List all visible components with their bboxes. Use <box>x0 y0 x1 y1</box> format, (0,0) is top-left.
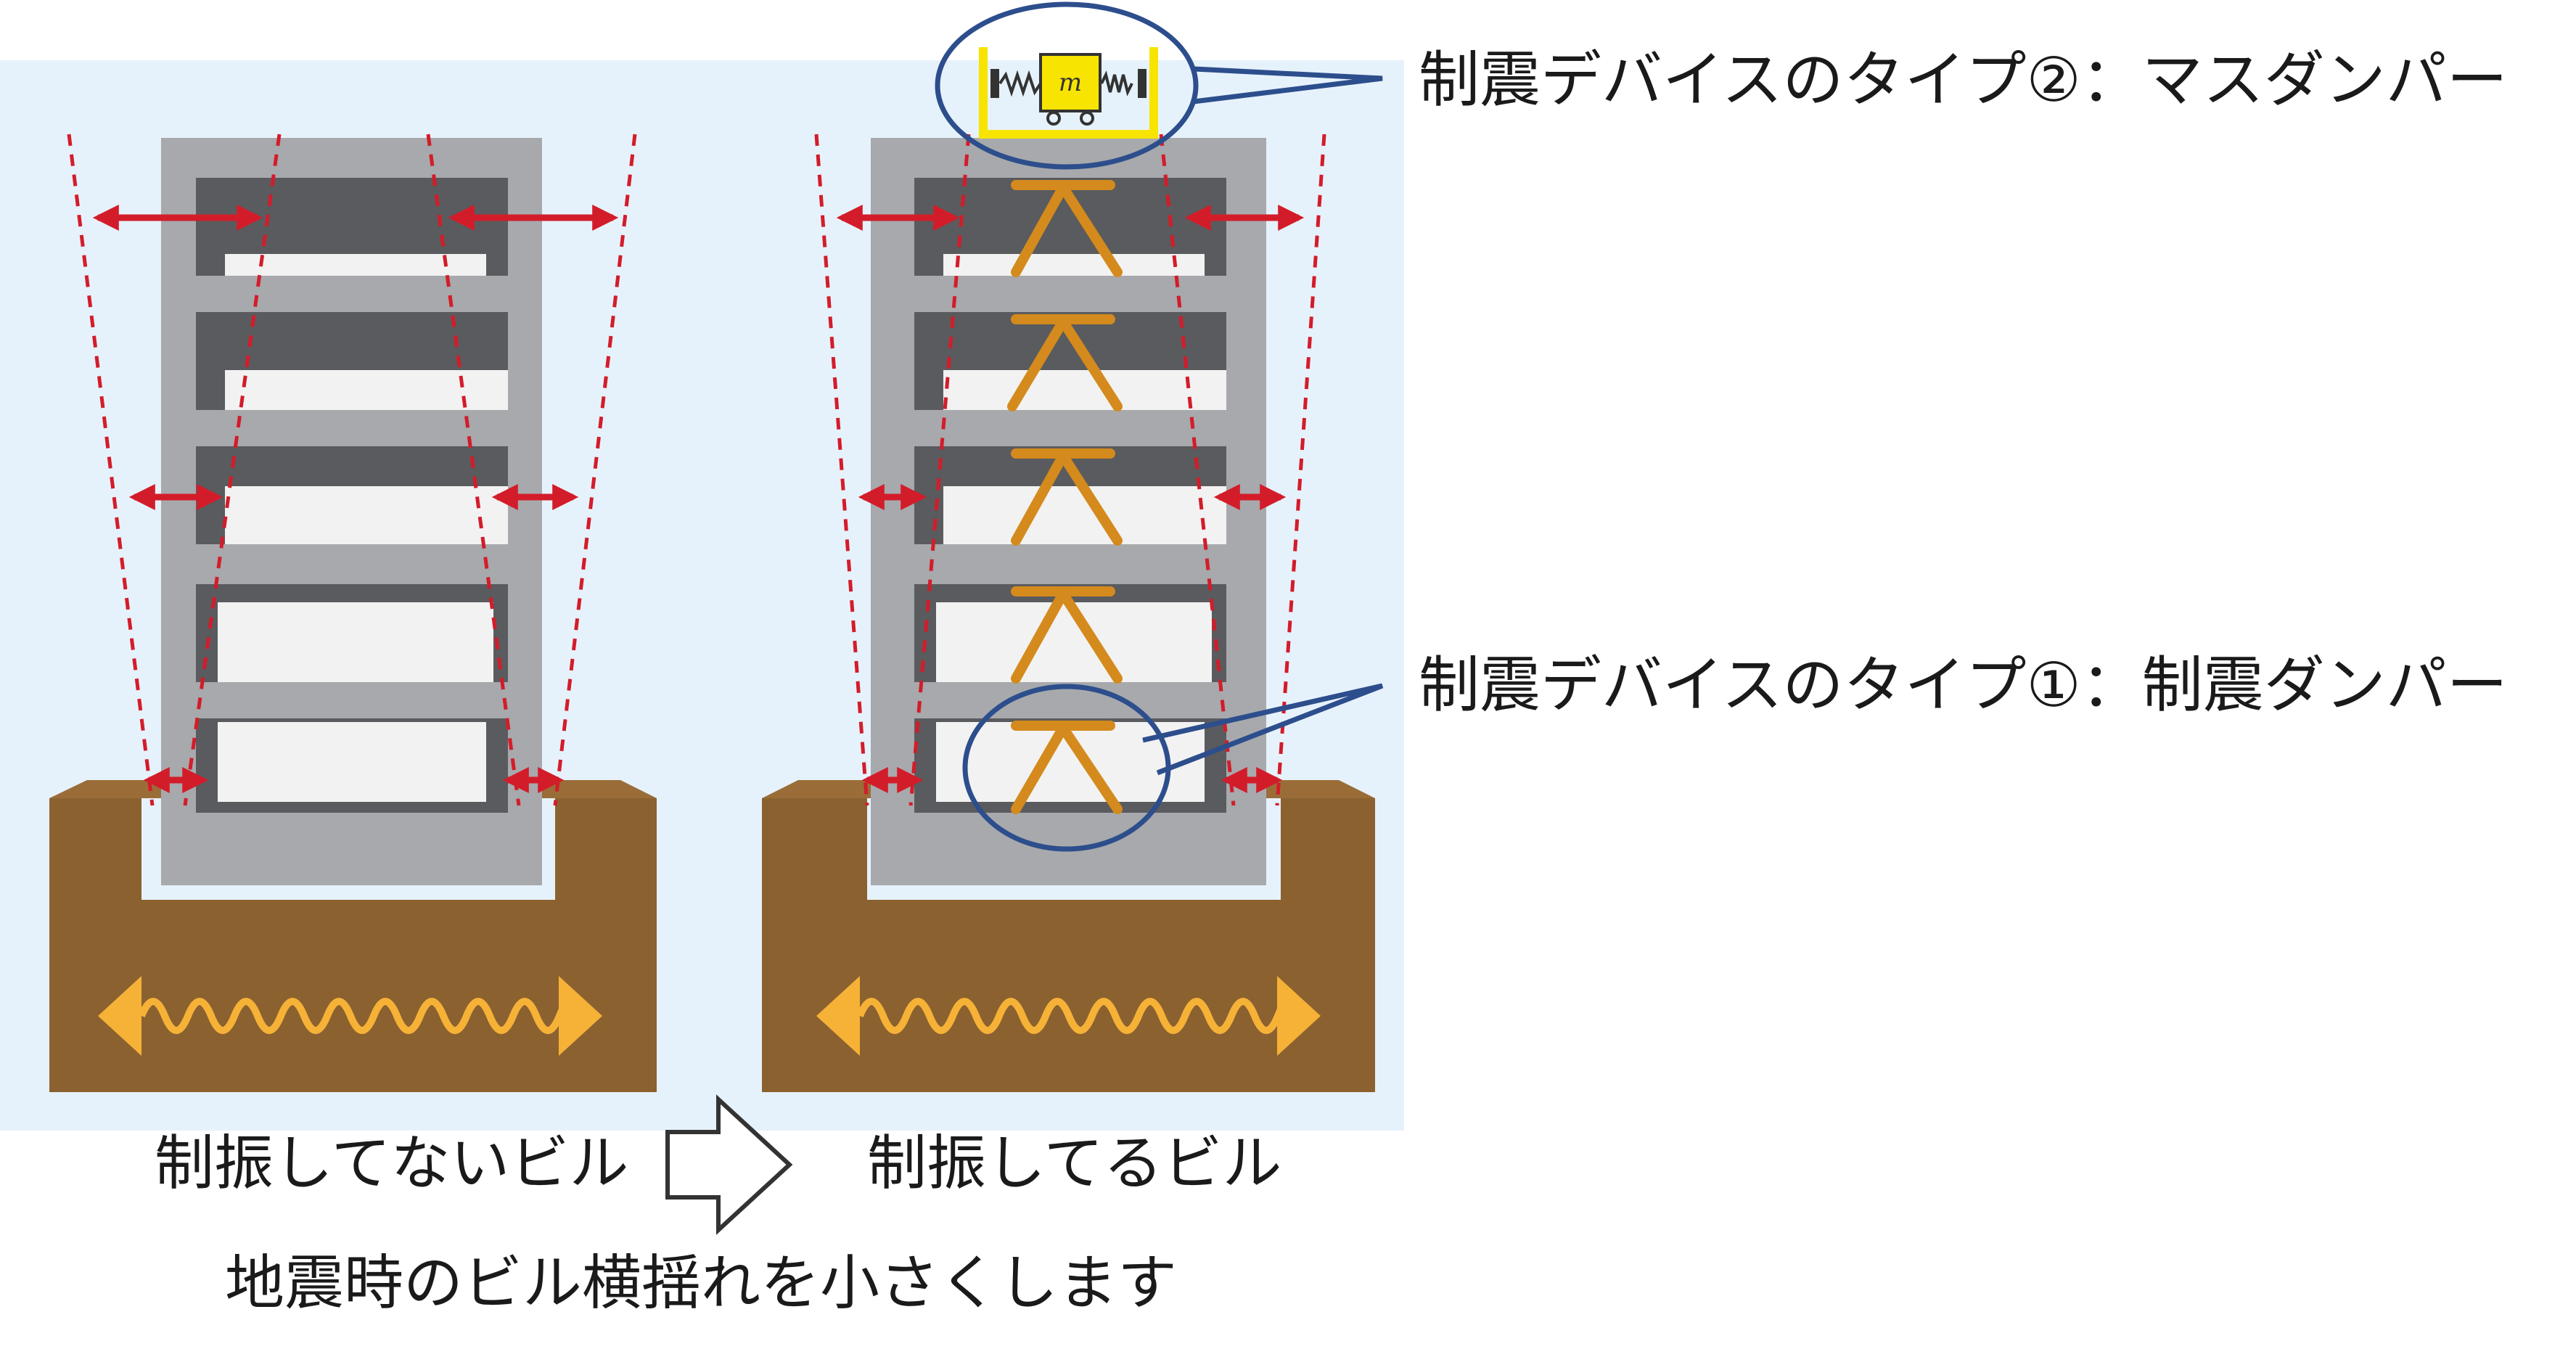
caption-without-damping: 制振してないビル <box>155 1129 629 1198</box>
building-without-damping <box>49 134 657 1092</box>
sway-arrows-right <box>836 205 1305 793</box>
caption-with-damping: 制振してるビル <box>867 1129 1282 1198</box>
right-arrow-outline-icon <box>665 1094 793 1235</box>
mass-damper-label: 制震デバイスのタイプ②：マスダンパー <box>1419 44 2508 115</box>
mass-label: m <box>1059 68 1082 97</box>
building-with-damping: m <box>762 47 1375 1092</box>
damper-label: 制震デバイスのタイプ①：制震ダンパー <box>1419 649 2508 721</box>
damper-braces <box>1007 180 1123 814</box>
ground-right <box>762 798 1375 1092</box>
ground-wave-right-icon <box>816 976 1321 1056</box>
mass-damper-callout <box>935 1 1383 170</box>
sway-lines-right <box>814 134 1326 806</box>
ground-left <box>49 798 657 1092</box>
summary-text: 地震時のビル横揺れを小さくします <box>225 1249 1178 1318</box>
sway-lines-left <box>67 134 637 806</box>
damper-callout <box>962 683 1384 852</box>
mass-damper-icon: m <box>979 47 1158 139</box>
ground-wave-left-icon <box>98 976 602 1056</box>
sway-arrows-left <box>92 205 619 793</box>
